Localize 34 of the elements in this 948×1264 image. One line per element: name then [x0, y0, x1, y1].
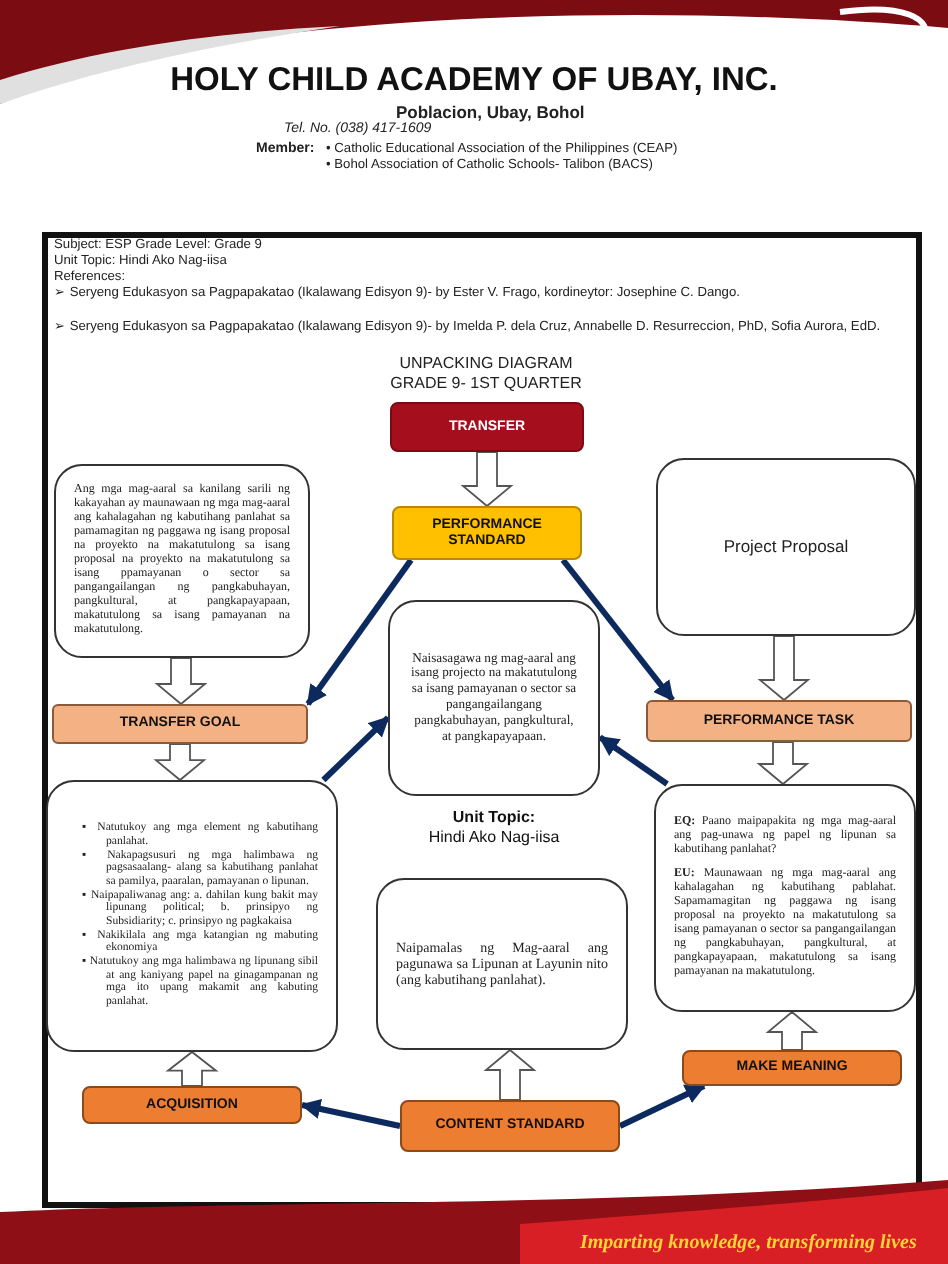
stage-box	[646, 700, 912, 742]
hollow-arrow	[756, 741, 810, 786]
stage-box	[400, 1100, 620, 1152]
card-text: Project Proposal	[721, 536, 851, 557]
diagram-title: UNPACKING DIAGRAM GRADE 9- 1ST QUARTER	[388, 354, 584, 392]
hollow-arrow	[460, 451, 514, 508]
text-card	[376, 878, 628, 1050]
text-card	[656, 458, 916, 636]
unit-topic-text: Hindi Ako Nag-iisa	[426, 828, 562, 846]
stage-box	[682, 1050, 902, 1086]
arrow	[598, 734, 669, 787]
hollow-arrow	[153, 743, 207, 782]
school-name: HOLY CHILD ACADEMY OF UBAY, INC.	[168, 62, 780, 100]
hollow-arrow	[165, 1050, 219, 1087]
footer-slogan: Imparting knowledge, transforming lives	[580, 1232, 917, 1254]
hollow-arrow	[765, 1010, 819, 1051]
unit-topic-heading: Unit Topic:	[450, 808, 538, 826]
arrow	[560, 558, 675, 702]
stage-box	[52, 704, 308, 744]
text-card	[54, 464, 310, 658]
arrow	[300, 1098, 401, 1129]
arrow	[321, 715, 391, 783]
text-card	[46, 780, 338, 1052]
text-card	[654, 784, 916, 1012]
hollow-arrow	[483, 1048, 537, 1101]
stage-box	[82, 1086, 302, 1124]
arrow	[305, 558, 414, 706]
stage-box	[392, 506, 582, 560]
arrow	[618, 1083, 706, 1129]
address-text: Poblacion, Ubay, Bohol	[396, 102, 585, 122]
stage-box	[390, 402, 584, 452]
text-card	[388, 600, 600, 796]
hollow-arrow	[757, 635, 811, 702]
hollow-arrow	[154, 657, 208, 706]
